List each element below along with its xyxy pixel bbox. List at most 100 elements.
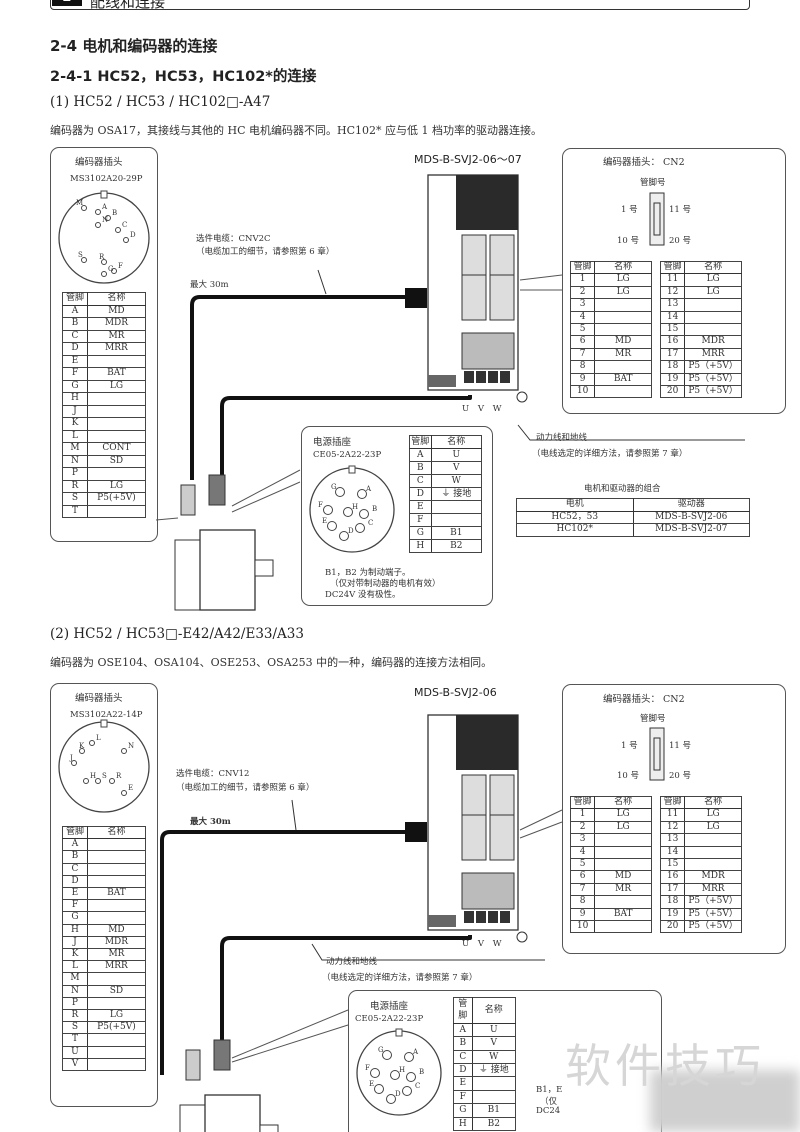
pin-hole-icon	[386, 1094, 396, 1104]
pin-cell: N	[62, 984, 88, 998]
pin-hole-icon	[111, 268, 117, 274]
power-socket-model: CE05-2A22-23P	[355, 1014, 424, 1024]
servo-motor-image	[179, 1104, 207, 1132]
cn2-pin10: 10 号	[617, 236, 640, 246]
header-cell: 名称	[684, 260, 742, 275]
pin-letter-label: F	[365, 1064, 370, 1072]
ground-symbol-icon	[516, 391, 528, 403]
pin-hole-icon	[390, 1070, 400, 1080]
table-row: L	[62, 429, 147, 443]
table-row: F	[62, 899, 147, 913]
pin-hole-icon	[121, 748, 127, 754]
pin-name-cell: P5（+5V）	[684, 372, 742, 387]
pin-name-cell: U	[471, 1022, 517, 1038]
pin-cell: 11	[659, 273, 686, 287]
encoder-plug-title: 编码器插头	[75, 693, 123, 704]
table-row: D⏚ 接地	[453, 1063, 517, 1078]
pin-hole-icon	[95, 778, 101, 784]
pin-cell: 16	[659, 335, 686, 349]
pin-letter-label: K	[79, 742, 85, 750]
pin-name-cell: W	[471, 1049, 517, 1065]
pin-cell: R	[62, 1009, 88, 1023]
pin-hole-icon	[402, 1086, 412, 1096]
pin-cell: 20	[659, 385, 686, 399]
pin-name-cell	[684, 858, 742, 872]
pin-cell: 4	[569, 310, 596, 325]
header-cell: 名称	[594, 795, 652, 810]
pin-cell: C	[453, 1049, 473, 1065]
pin-cell: HC52，53	[516, 510, 634, 524]
table-header-row: 管脚名称	[453, 997, 517, 1024]
pin-cell: 12	[659, 285, 686, 300]
pin-name-cell	[594, 845, 652, 860]
brake-note-cut-1: B1，E	[536, 1085, 563, 1095]
cn2-connector-slot	[653, 737, 661, 771]
pin-letter-label: M	[76, 199, 83, 207]
pin-name-cell: LG	[594, 820, 652, 835]
pin-name-cell	[684, 845, 742, 860]
pin-cell: C	[409, 474, 432, 488]
pin-cell: A	[409, 448, 432, 462]
pin-name-cell	[86, 417, 147, 431]
pin-cell: 17	[659, 882, 686, 897]
header-cell: 名称	[86, 825, 147, 840]
cable-note: （电缆加工的细节，请参照第 6 章）	[196, 247, 335, 257]
pin-cell: 13	[659, 298, 686, 312]
callout-line	[519, 809, 563, 839]
pin-hole-icon	[89, 740, 95, 746]
table-row: E	[409, 500, 483, 514]
pin-name-cell: MDR	[684, 870, 742, 884]
pin-cell: R	[62, 479, 88, 493]
connector-key-icon	[395, 1028, 403, 1037]
pin-cell: 11	[659, 808, 686, 822]
pin-name-cell	[86, 911, 147, 925]
pin-cell: D	[62, 874, 88, 889]
pin-cell: 17	[659, 347, 686, 362]
header-cell: 名称	[594, 260, 652, 275]
pin-hole-icon	[101, 271, 107, 277]
pin-letter-label: F	[318, 501, 323, 509]
terminal-screw-icon	[500, 371, 510, 383]
pin-hole-icon	[339, 531, 349, 541]
section-title: 2-4 电机和编码器的连接	[50, 37, 218, 55]
pin-name-cell: MDS-B-SVJ2-07	[632, 523, 750, 537]
table-row: 4	[569, 310, 652, 325]
pin-cell: 9	[569, 907, 596, 922]
pin-name-cell	[86, 1057, 147, 1072]
pin-letter-label: C	[415, 1082, 420, 1090]
pin-name-cell: LG	[86, 1009, 147, 1023]
pin-name-cell	[86, 874, 147, 889]
header-cell: 名称	[684, 795, 742, 810]
pin-letter-label: E	[369, 1080, 374, 1088]
power-line-label: 动力线和地线	[326, 957, 378, 967]
table-row: 15	[659, 858, 742, 872]
table-header-row: 管脚名称	[659, 795, 742, 810]
table-row: 10	[569, 385, 652, 399]
encoder-connector-face	[58, 721, 150, 813]
pin-name-cell: MR	[594, 882, 652, 897]
pin-cell: 16	[659, 870, 686, 884]
cn2-title: 编码器插头： CN2	[603, 157, 685, 168]
brake-note-cut-3: DC24	[536, 1106, 561, 1116]
terminal-screw-icon	[464, 371, 474, 383]
pin-letter-label: R	[116, 772, 122, 780]
cn2-port-icon	[489, 814, 515, 861]
connector-key-icon	[348, 465, 356, 474]
cable-max-length: 最大 30m	[190, 280, 229, 290]
pin-name-cell: BAT	[86, 887, 147, 901]
pin-letter-label: H	[352, 503, 358, 511]
pin-letter-label: C	[368, 519, 373, 527]
pin-cell: V	[62, 1057, 88, 1072]
power-plug-connector	[213, 1039, 231, 1071]
pin-name-cell: MR	[86, 948, 147, 962]
